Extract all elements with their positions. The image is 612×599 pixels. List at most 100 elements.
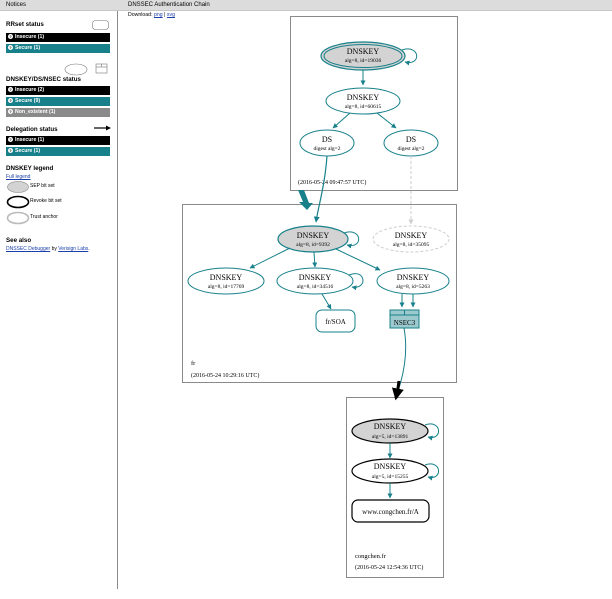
rrset-status-title: RRset status [6, 21, 44, 28]
see-also-title: See also [6, 237, 32, 244]
rrset-insecure-item[interactable]: ?Insecure (1) [6, 33, 110, 42]
dnskey-nonexistent-item[interactable]: ?Non_existent (1) [6, 108, 110, 117]
fr-dnskey-a[interactable]: DNSKEY alg=8, id=17769 [187, 267, 265, 295]
signature-edge [335, 248, 381, 271]
legend-sep-label: SEP bit set [30, 183, 55, 189]
insecure-delegation-arrow [392, 380, 404, 401]
dnssec-debugger-link[interactable]: DNSSEC Debugger [6, 246, 51, 252]
ds-edge [313, 155, 328, 223]
node-title: fr/SOA [325, 318, 346, 326]
delegation-status-title: Delegation status [6, 126, 58, 133]
fr-zone-label: fr [191, 360, 196, 367]
download-label: Download: [128, 12, 153, 18]
node-title: DNSKEY [374, 462, 407, 471]
node-title: DS [406, 135, 416, 144]
self-signature-edge [343, 231, 360, 249]
legend-shapes [6, 181, 30, 225]
delegation-insecure-label: Insecure (1) [15, 137, 45, 143]
fr-dnskey-c[interactable]: DNSKEY alg=8, id=5263 [376, 267, 450, 295]
info-icon: ? [8, 45, 13, 51]
rrset-insecure-label: Insecure (1) [15, 34, 45, 40]
self-signature-edge [348, 273, 364, 291]
rrset-secure-item[interactable]: ?Secure (1) [6, 44, 110, 53]
congchen-zone-label: congchen.fr [355, 553, 387, 560]
node-title: DNSKEY [210, 273, 243, 282]
node-title: www.congchen.fr/A [362, 508, 419, 516]
verisign-labs-link[interactable]: Verisign Labs [58, 246, 89, 252]
info-icon: ? [8, 137, 13, 143]
root-dnskey-zsk[interactable]: DNSKEY alg=8, id=60615 [325, 87, 401, 115]
download-svg-link[interactable]: svg [166, 12, 175, 18]
sep-bit-icon [7, 181, 29, 193]
dnskey-status-title: DNSKEY/DS/NSEC status [6, 76, 81, 83]
dnskey-secure-item[interactable]: ?Secure (9) [6, 97, 110, 106]
see-also-links: DNSSEC Debugger by Verisign Labs. [6, 246, 90, 252]
info-icon: ? [8, 148, 13, 154]
fr-dnskey-b[interactable]: DNSKEY alg=8, id=34516 [276, 267, 354, 295]
download-separator: | [164, 12, 166, 18]
dnskey-legend-title: DNSKEY legend [6, 165, 54, 172]
full-legend-link[interactable]: Full legend [6, 174, 31, 180]
node-detail: alg=8, id=60615 [345, 104, 382, 110]
delegation-secure-item[interactable]: ?Secure (1) [6, 147, 110, 156]
node-detail: alg=5, id=15255 [372, 474, 409, 480]
delegation-insecure-item[interactable]: ?Insecure (1) [6, 136, 110, 145]
root-dnskey-sep[interactable]: DNSKEY alg=8, id=19036 [320, 41, 406, 71]
signature-edge [332, 112, 351, 129]
node-detail: alg=5, id=13891 [372, 434, 409, 440]
legend-trust-label: Trust anchor [30, 214, 58, 220]
node-title: DNSKEY [347, 93, 380, 102]
congchen-timestamp: (2016-05-24 12:54:36 UTC) [355, 564, 423, 571]
dnskey-shape-icons [64, 63, 108, 76]
node-detail: alg=8, id=5263 [396, 284, 430, 290]
info-icon: ? [8, 87, 13, 93]
fr-dnskey-missing[interactable]: DNSKEY alg=8, id=35095 [372, 225, 450, 253]
revoke-bit-icon [6, 195, 30, 209]
node-detail: alg=8, id=17769 [208, 284, 245, 290]
arrow-icon [94, 125, 111, 131]
info-icon: ? [8, 34, 13, 40]
root-ds-1[interactable]: DS digest alg=2 [299, 129, 355, 157]
node-title: DNSKEY [297, 231, 330, 240]
self-signature-edge [401, 48, 418, 66]
node-detail: alg=8, id=19036 [345, 58, 382, 64]
notices-heading: Notices [6, 2, 27, 8]
node-title: NSEC3 [394, 319, 416, 327]
signature-edge [376, 112, 397, 129]
node-title: DNSKEY [395, 231, 428, 240]
congchen-a-rrset[interactable]: www.congchen.fr/A [351, 499, 430, 523]
fr-dnskey-sep[interactable]: DNSKEY alg=8, id=9392 [277, 225, 349, 253]
node-title: DS [322, 135, 332, 144]
dnskey-secure-label: Secure (9) [15, 98, 41, 104]
rrset-shape-icon [92, 20, 109, 30]
delegation-secure-label: Secure (1) [15, 148, 41, 154]
rrset-secure-label: Secure (1) [15, 45, 41, 51]
trust-anchor-icon [6, 211, 30, 225]
fr-nsec3-proof[interactable]: NSEC3 [389, 309, 420, 329]
node-detail: alg=8, id=34516 [297, 284, 334, 290]
info-icon: ? [8, 109, 13, 115]
node-detail: alg=8, id=9392 [296, 242, 330, 248]
root-ds-2[interactable]: DS digest alg=2 [383, 129, 439, 157]
root-timestamp: (2016-05-24 09:47:57 UTC) [298, 179, 366, 186]
info-icon: ? [8, 98, 13, 104]
fr-soa-rrset[interactable]: fr/SOA [315, 309, 356, 333]
notices-sidebar: RRset status ?Insecure (1) ?Secure (1) D… [0, 11, 118, 589]
legend-revoke-label: Revoke bit set [30, 198, 62, 204]
dnskey-insecure-item[interactable]: ?Insecure (2) [6, 86, 110, 95]
congchen-dnskey-sep[interactable]: DNSKEY alg=5, id=13891 [351, 418, 429, 444]
node-detail: digest alg=2 [313, 146, 340, 152]
dnskey-nonexistent-label: Non_existent (1) [15, 109, 56, 115]
node-detail: digest alg=2 [397, 146, 424, 152]
node-detail: alg=8, id=35095 [393, 242, 430, 248]
congchen-dnskey-zsk[interactable]: DNSKEY alg=5, id=15255 [351, 458, 429, 484]
top-bar: Notices DNSSEC Authentication Chain [0, 0, 612, 11]
signature-edge [321, 293, 332, 310]
signature-edge [312, 251, 318, 268]
self-signature-edge [424, 463, 439, 481]
node-title: DNSKEY [374, 422, 407, 431]
dnskey-insecure-label: Insecure (2) [15, 87, 45, 93]
download-png-link[interactable]: png [153, 12, 163, 18]
node-title: DNSKEY [347, 47, 380, 56]
